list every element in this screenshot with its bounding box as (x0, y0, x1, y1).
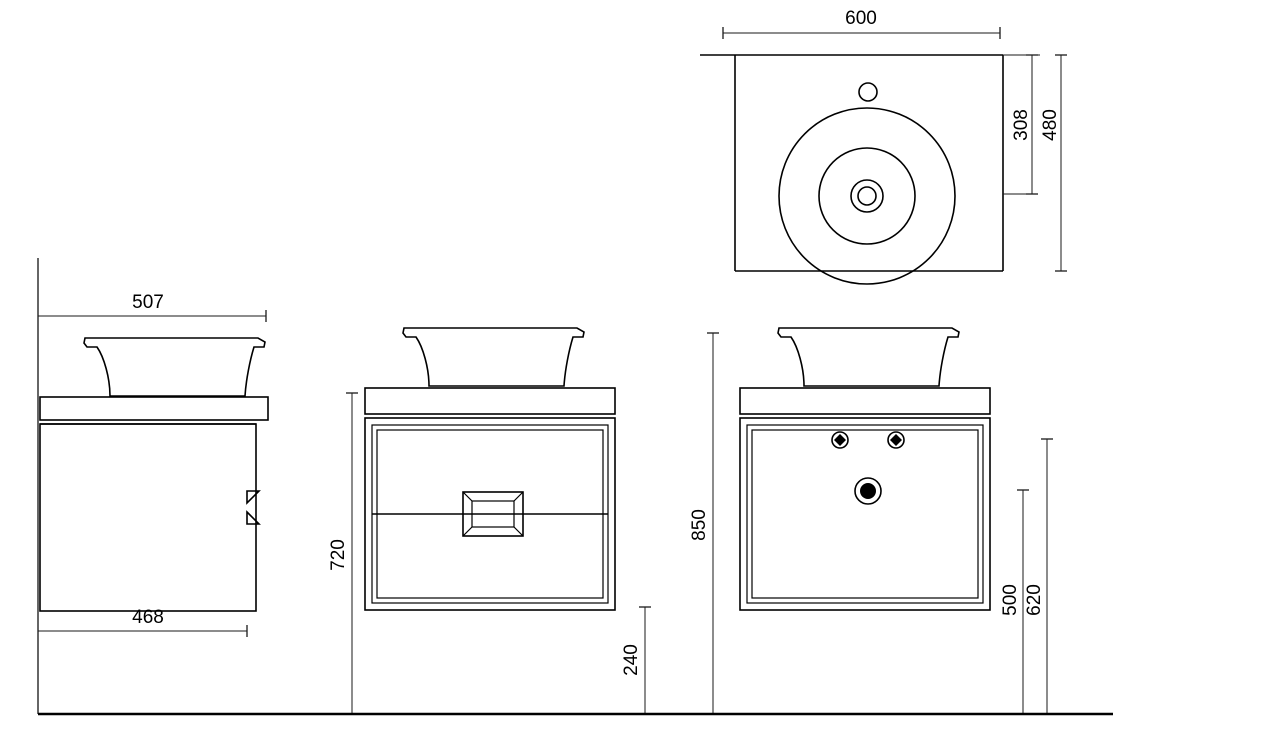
countertop-slab-front (364, 387, 616, 415)
dimension-plan-depth: 480 (1040, 54, 1067, 272)
dimension-label-308: 308 (1011, 109, 1032, 141)
cabinet-carcase-front (364, 417, 616, 611)
dimension-front-floor-gap: 240 (621, 606, 651, 714)
basin-profile-side (83, 337, 266, 397)
wall-fixing-left (831, 431, 849, 449)
dimension-label-480: 480 (1040, 109, 1061, 141)
dimension-plan-basin-depth: 308 (1003, 54, 1040, 195)
cabinet-inner-frame-rear (746, 424, 984, 604)
dimension-label-620: 620 (1024, 584, 1045, 616)
faucet-hole-icon (858, 82, 878, 102)
basin-outer-rim-circle (778, 107, 956, 285)
basin-waste-inner-circle (857, 186, 877, 206)
rear-elevation-group: 850 500 620 (689, 327, 1053, 714)
cabinet-back-panel-rear (751, 429, 979, 599)
dimension-label-600: 600 (845, 8, 877, 29)
dimension-label-240: 240 (621, 644, 642, 676)
section-arrow-upper-icon (246, 490, 261, 505)
wall-fixing-right (887, 431, 905, 449)
dimension-label-850: 850 (689, 509, 710, 541)
dimension-label-468: 468 (132, 607, 164, 628)
dimension-rear-fixing-height: 620 (1024, 438, 1053, 714)
cabinet-body-side (39, 423, 257, 612)
dimension-label-507: 507 (132, 292, 164, 313)
basin-profile-rear (777, 327, 960, 387)
dimension-side-cabinet-width: 468 (38, 607, 248, 637)
basin-waste-outer-circle (850, 179, 884, 213)
countertop-slab-rear (739, 387, 991, 415)
dimension-side-top-width: 507 (38, 292, 267, 322)
basin-inner-bowl-circle (818, 147, 916, 245)
dimension-rear-waste-height: 500 (1000, 489, 1029, 714)
side-elevation-group: 507 468 (37, 258, 269, 714)
dimension-label-500: 500 (1000, 584, 1021, 616)
front-elevation-group: 720 240 (328, 327, 651, 714)
waste-outlet (854, 477, 882, 505)
cabinet-carcase-rear (739, 417, 991, 611)
drawer-handle[interactable] (462, 491, 524, 537)
countertop-slab-side (39, 396, 269, 421)
section-arrow-lower-icon (246, 510, 261, 525)
dimension-plan-width: 600 (722, 8, 1001, 39)
basin-profile-front (402, 327, 585, 387)
dimension-rear-total-height: 850 (689, 332, 719, 714)
plan-view-group: 600 308 (700, 8, 1067, 285)
dimension-front-height: 720 (328, 392, 358, 714)
dimension-label-720: 720 (328, 539, 349, 571)
